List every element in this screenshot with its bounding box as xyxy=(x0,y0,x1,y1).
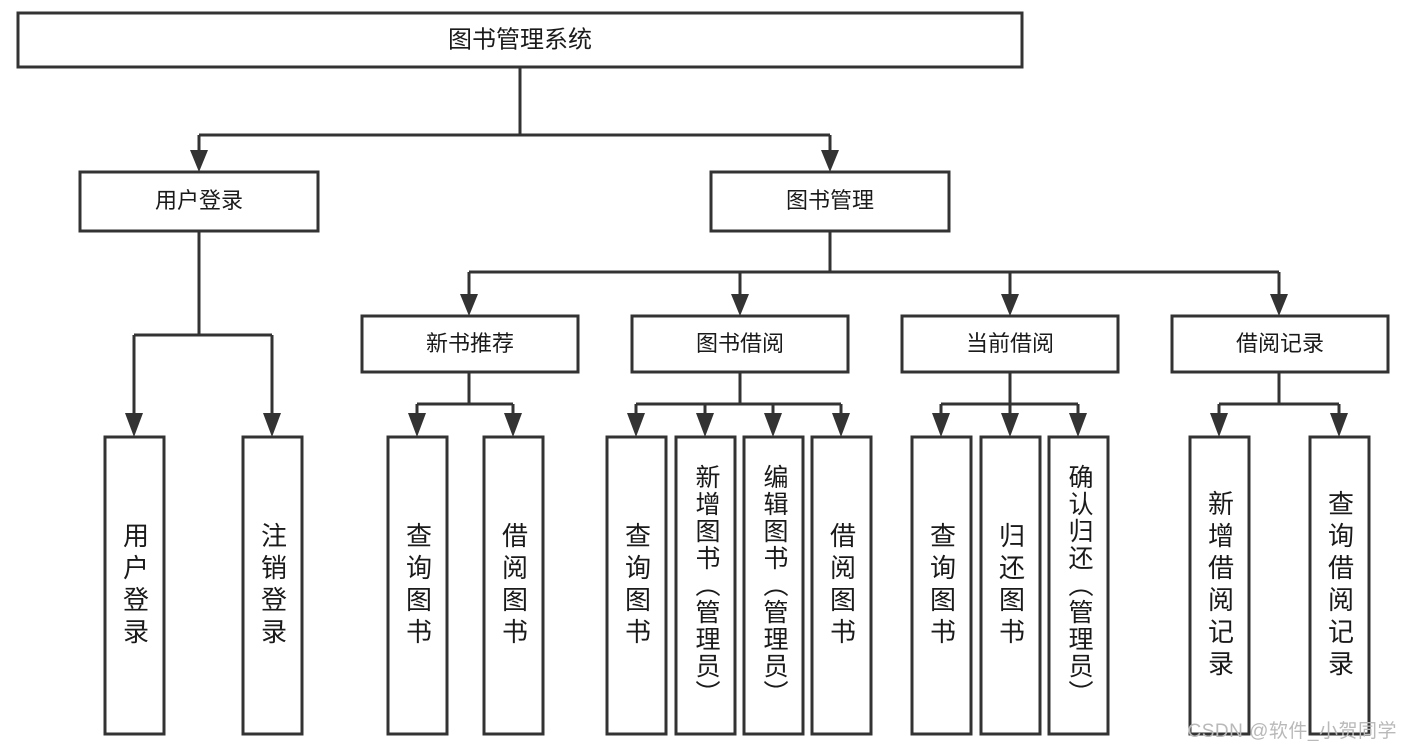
edge-layer xyxy=(125,67,1348,437)
csdn-watermark: CSDN @软件_小贺同学 xyxy=(1187,721,1397,742)
leaf-box-query-record[interactable] xyxy=(1308,435,1371,736)
borrow-record-label: 借阅记录 xyxy=(1236,331,1324,356)
leaf-box-borrow-book-1[interactable] xyxy=(482,435,545,736)
root-label: 图书管理系统 xyxy=(448,26,592,53)
arrow-head-user-login xyxy=(190,150,208,172)
node-book-borrow[interactable]: 图书借阅 xyxy=(630,314,850,374)
user-login-label: 用户登录 xyxy=(155,188,243,213)
arrow-head-leaf-query-book-3 xyxy=(932,413,950,437)
leaf-box-query-book-1[interactable] xyxy=(386,435,449,736)
arrow-head-new-book-recommend xyxy=(460,294,478,316)
leaf-box-user-login[interactable] xyxy=(103,435,166,736)
node-new-book-recommend[interactable]: 新书推荐 xyxy=(360,314,580,374)
arrow-head-leaf-return-book xyxy=(1001,413,1019,437)
borrow-record-box[interactable] xyxy=(1170,314,1390,374)
new-book-recommend-label: 新书推荐 xyxy=(426,331,514,356)
book-borrow-label: 图书借阅 xyxy=(696,331,784,356)
node-current-borrow[interactable]: 当前借阅 xyxy=(900,314,1120,374)
arrow-head-leaf-add-record xyxy=(1210,413,1228,437)
leaf-box-layer xyxy=(103,435,1371,736)
arrow-head-leaf-query-book-2 xyxy=(627,413,645,437)
current-borrow-label: 当前借阅 xyxy=(966,331,1054,356)
leaf-box-return-book[interactable] xyxy=(979,435,1042,736)
leaf-box-query-book-2[interactable] xyxy=(605,435,668,736)
arrow-head-leaf-add-book xyxy=(696,413,714,437)
user-login-box[interactable] xyxy=(78,170,320,233)
node-root[interactable]: 图书管理系统 xyxy=(16,11,1024,69)
arrow-head-leaf-logout-login xyxy=(263,413,281,437)
arrow-head-borrow-record xyxy=(1270,294,1288,316)
leaf-box-query-book-3[interactable] xyxy=(910,435,973,736)
arrow-head-leaf-edit-book xyxy=(764,413,782,437)
arrow-head-book-borrow xyxy=(731,294,749,316)
leaf-box-borrow-book-2[interactable] xyxy=(810,435,873,736)
arrow-head-book-manage xyxy=(821,150,839,172)
arrow-head-leaf-confirm-return xyxy=(1069,413,1087,437)
new-book-recommend-box[interactable] xyxy=(360,314,580,374)
arrow-head-leaf-query-book-1 xyxy=(408,413,426,437)
node-book-manage[interactable]: 图书管理 xyxy=(709,170,951,233)
leaf-box-add-book[interactable] xyxy=(674,435,737,736)
arrow-head-leaf-borrow-book-1 xyxy=(504,413,522,437)
current-borrow-box[interactable] xyxy=(900,314,1120,374)
leaf-box-confirm-return[interactable] xyxy=(1047,435,1110,736)
root-box[interactable] xyxy=(16,11,1024,69)
arrow-head-leaf-borrow-book-2 xyxy=(832,413,850,437)
leaf-box-add-record[interactable] xyxy=(1188,435,1251,736)
leaf-box-edit-book[interactable] xyxy=(742,435,805,736)
node-user-login[interactable]: 用户登录 xyxy=(78,170,320,233)
node-borrow-record[interactable]: 借阅记录 xyxy=(1170,314,1390,374)
arrow-head-leaf-user-login xyxy=(125,413,143,437)
book-manage-label: 图书管理 xyxy=(786,188,874,213)
arrow-head-current-borrow xyxy=(1001,294,1019,316)
book-borrow-box[interactable] xyxy=(630,314,850,374)
book-manage-box[interactable] xyxy=(709,170,951,233)
leaf-box-logout-login[interactable] xyxy=(241,435,304,736)
arrow-head-leaf-query-record xyxy=(1330,413,1348,437)
